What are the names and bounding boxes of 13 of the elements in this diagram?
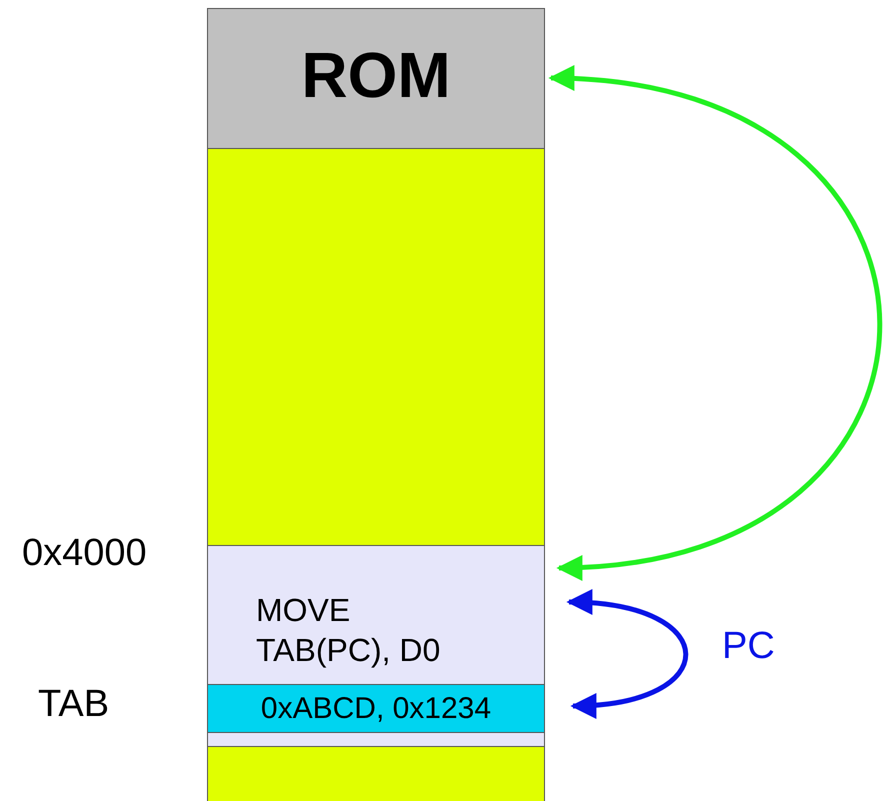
- address-label: TAB: [38, 683, 110, 726]
- memory-region: [207, 8, 545, 149]
- memory-block: [207, 148, 545, 546]
- code-region: [207, 545, 545, 685]
- curved-double-arrow: [548, 67, 882, 579]
- memory-block: [207, 732, 545, 747]
- curved-double-arrow: [566, 590, 688, 718]
- address-label: 0x4000: [22, 532, 147, 575]
- instruction-text: MOVE TAB(PC), D0: [256, 591, 442, 670]
- memory-block: [207, 746, 545, 801]
- region-title: ROM: [300, 43, 452, 107]
- table-region: [207, 684, 545, 733]
- data-values: 0xABCD, 0x1234: [260, 692, 492, 725]
